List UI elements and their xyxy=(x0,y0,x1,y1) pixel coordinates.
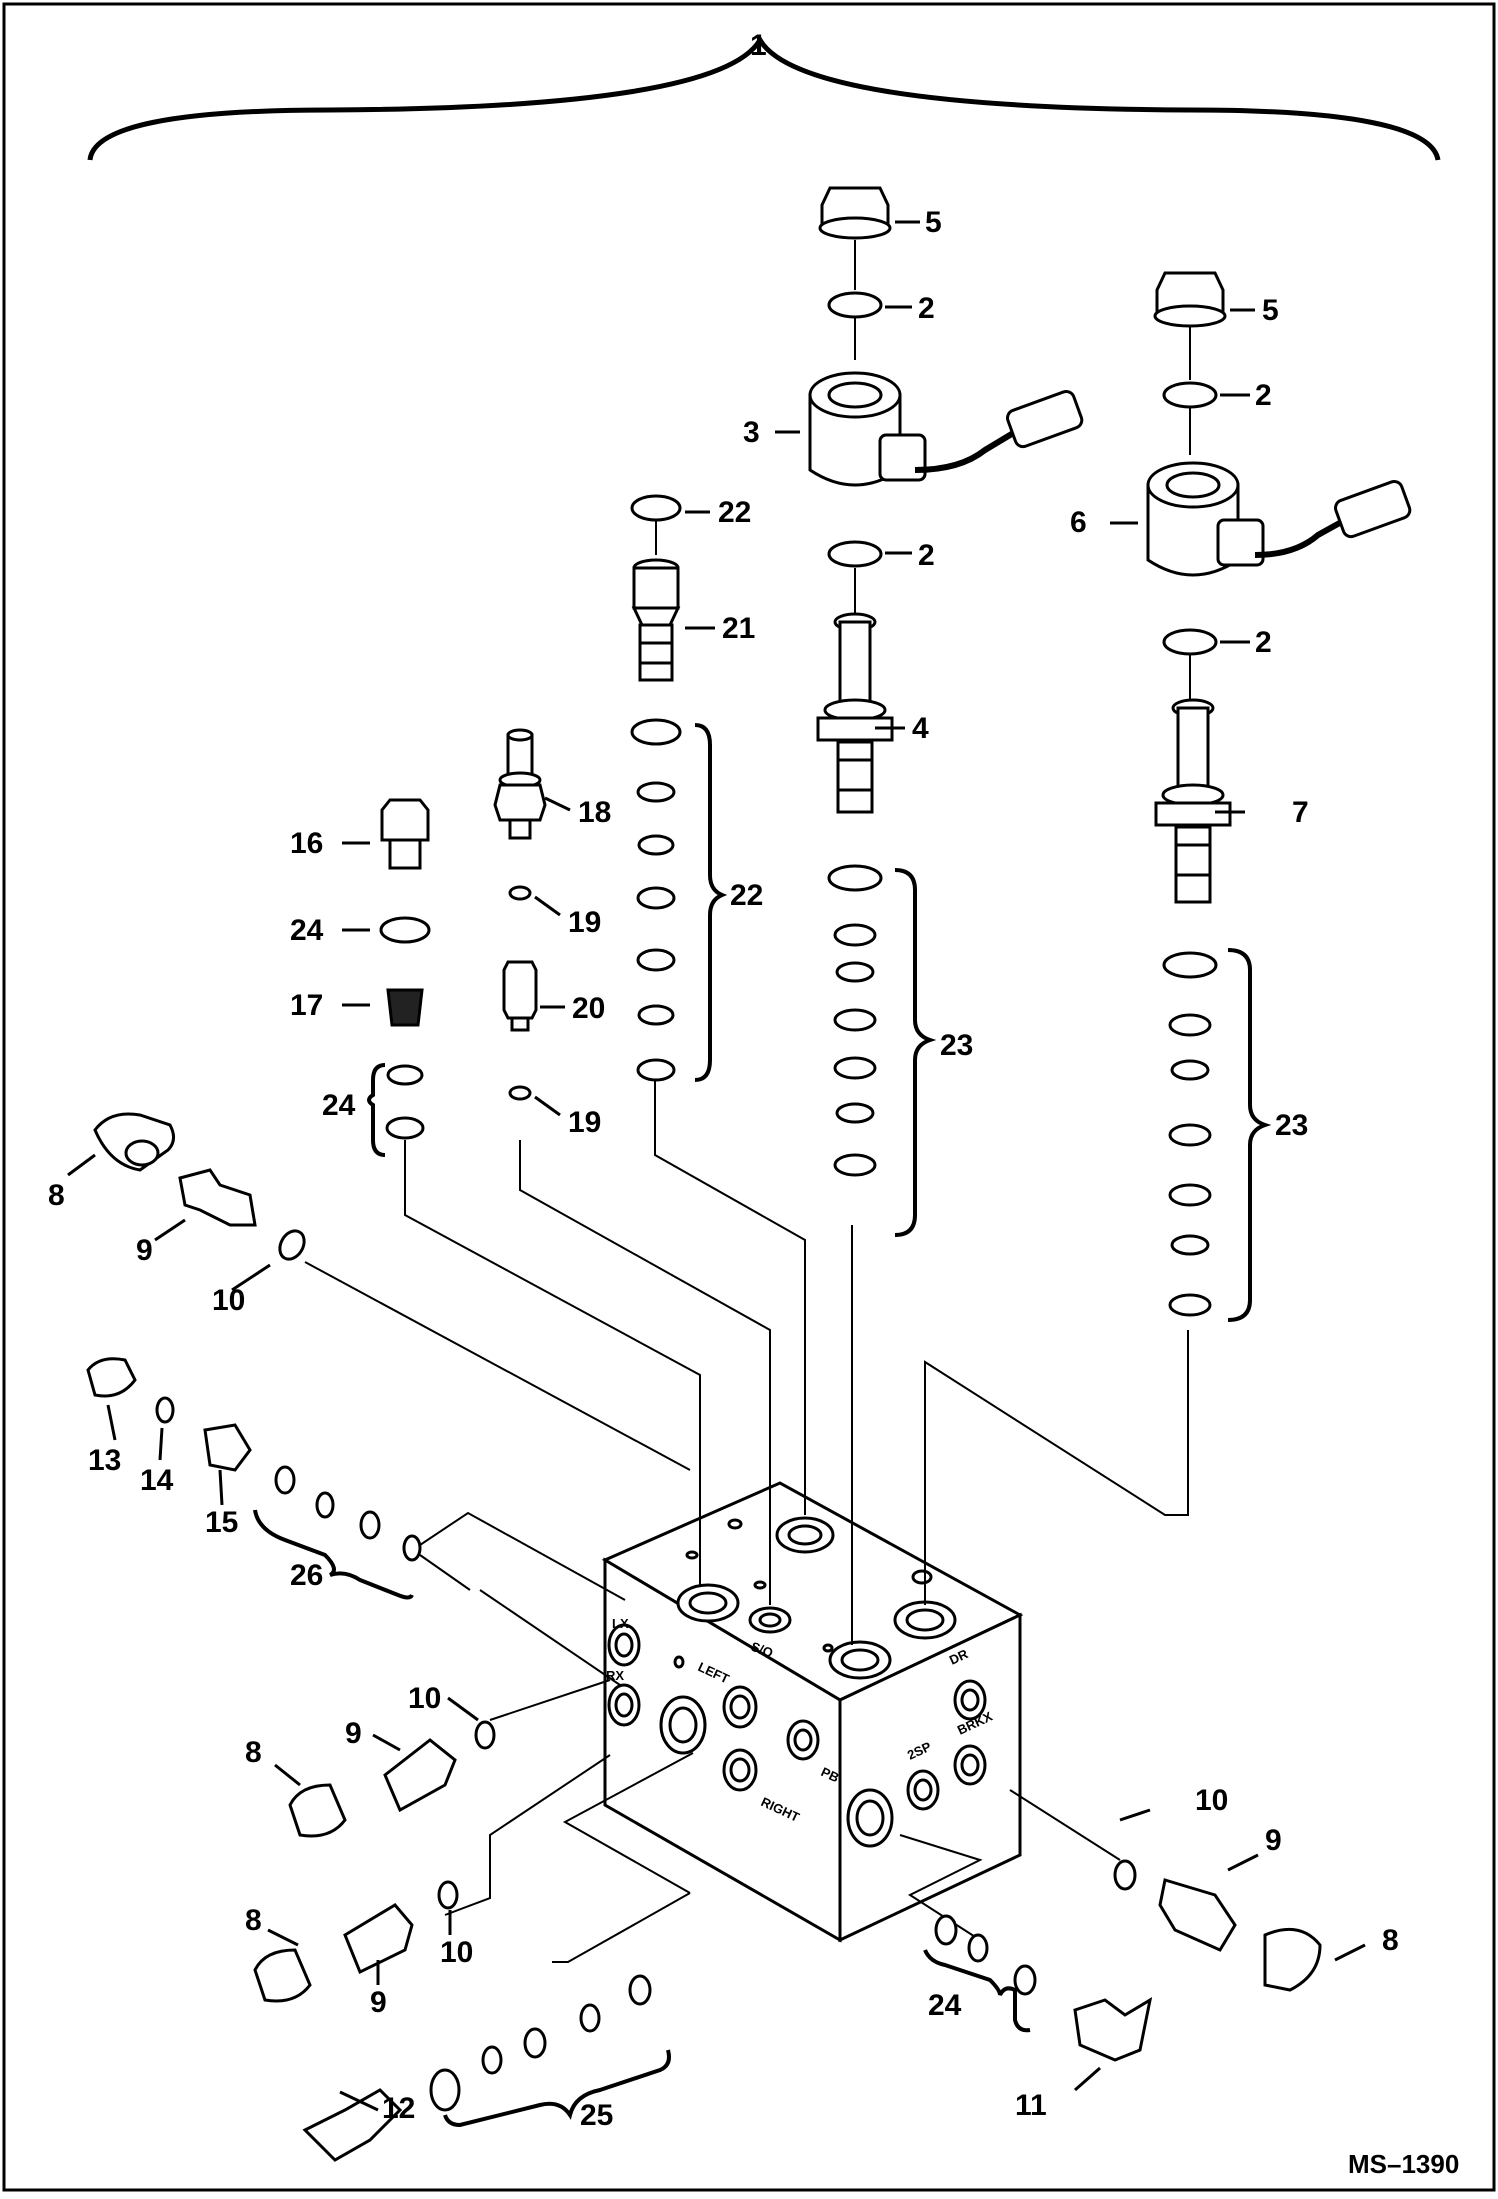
callout-5: 5 xyxy=(1262,294,1279,327)
callout-2: 2 xyxy=(1255,379,1272,412)
callout-8: 8 xyxy=(245,1904,262,1937)
callout-22: 22 xyxy=(730,879,763,912)
callout-2: 2 xyxy=(918,539,935,572)
callout-15: 15 xyxy=(205,1506,238,1539)
callout-19: 19 xyxy=(568,1106,601,1139)
left-face-ports xyxy=(607,1623,820,1792)
assembly-leader-lines xyxy=(304,1080,1189,1963)
callout-9: 9 xyxy=(1265,1824,1282,1857)
callout-16: 16 xyxy=(290,827,323,860)
assembly-brace xyxy=(87,35,1441,161)
port-label-pb: PB xyxy=(819,1764,842,1785)
callout-25: 25 xyxy=(580,2099,613,2132)
plug-stack xyxy=(379,798,431,1140)
brace-24-bottom xyxy=(923,1949,1031,2033)
callout-20: 20 xyxy=(572,992,605,1025)
port-label-dr: DR xyxy=(947,1646,971,1668)
callout-26: 26 xyxy=(290,1559,323,1592)
brace-26 xyxy=(253,1509,414,1600)
callout-1: 1 xyxy=(750,29,767,62)
callout-24: 24 xyxy=(928,1989,962,2022)
callout-12: 12 xyxy=(382,2092,415,2125)
callout-8: 8 xyxy=(245,1736,262,1769)
lower-left-fittings xyxy=(253,1720,652,2162)
callout-21: 21 xyxy=(722,612,755,645)
callout-9: 9 xyxy=(345,1717,362,1750)
port-label-so: S/O xyxy=(749,1639,775,1661)
callout-7: 7 xyxy=(1292,796,1309,829)
callout-10: 10 xyxy=(408,1682,441,1715)
callout-2: 2 xyxy=(918,292,935,325)
brace-23-right xyxy=(1227,948,1272,1322)
callout-leaders xyxy=(67,220,1366,2112)
solenoid-stack-center xyxy=(808,186,1084,1177)
callout-14: 14 xyxy=(140,1464,174,1497)
callout-19: 19 xyxy=(568,906,601,939)
callout-10: 10 xyxy=(212,1284,245,1317)
brace-23-center xyxy=(894,868,937,1237)
callout-22: 22 xyxy=(718,496,751,529)
brace-24-top xyxy=(367,1063,386,1157)
callout-23: 23 xyxy=(1275,1109,1308,1142)
top-face-ports xyxy=(676,1516,957,1680)
callout-10: 10 xyxy=(1195,1784,1228,1817)
callout-8: 8 xyxy=(48,1179,65,1212)
brace-25 xyxy=(443,2049,671,2128)
callout-13: 13 xyxy=(88,1444,121,1477)
brace-22 xyxy=(694,723,728,1082)
callout-6: 6 xyxy=(1070,506,1087,539)
right-face-ports xyxy=(846,1679,987,1848)
relief-valve-stack xyxy=(630,494,682,1082)
callout-24: 24 xyxy=(322,1089,356,1122)
callout-23: 23 xyxy=(940,1029,973,1062)
port-label-lx: LX xyxy=(612,1616,629,1631)
solenoid-stack-right xyxy=(1146,271,1412,1317)
callout-4: 4 xyxy=(912,712,929,745)
callout-9: 9 xyxy=(136,1234,153,1267)
callout-9: 9 xyxy=(370,1986,387,2019)
right-fittings xyxy=(934,1859,1322,2062)
upper-left-fittings xyxy=(86,1112,422,1562)
callout-2: 2 xyxy=(1255,626,1272,659)
drawing-code: MS–1390 xyxy=(1348,2149,1459,2179)
callout-24: 24 xyxy=(290,914,324,947)
callout-5: 5 xyxy=(925,206,942,239)
callout-3: 3 xyxy=(743,416,760,449)
callout-17: 17 xyxy=(290,989,323,1022)
callout-10: 10 xyxy=(440,1936,473,1969)
callout-18: 18 xyxy=(578,796,611,829)
callout-11: 11 xyxy=(1015,2089,1047,2122)
sender-stack xyxy=(493,728,547,1101)
callout-8: 8 xyxy=(1382,1924,1399,1957)
